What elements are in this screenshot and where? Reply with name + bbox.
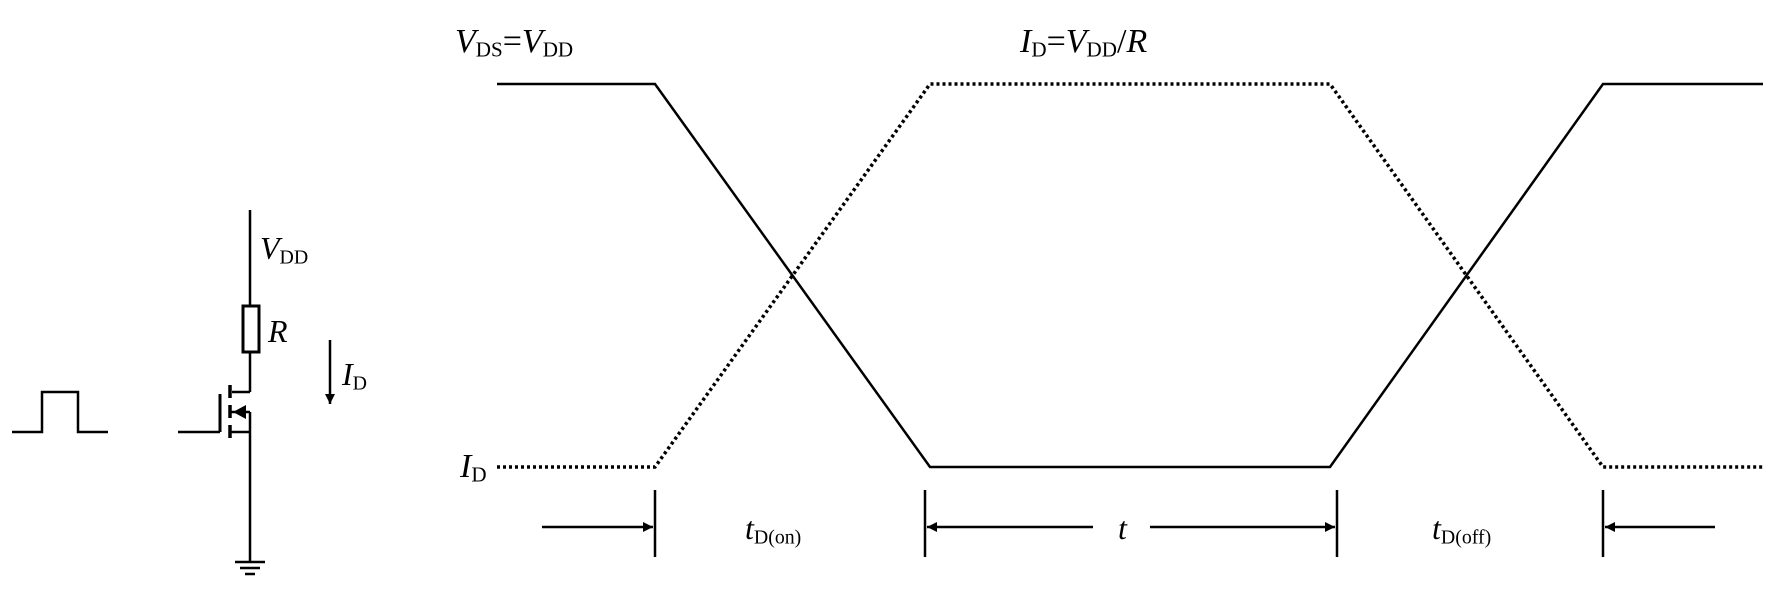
ton-sym: t [745, 510, 754, 546]
supply-symbol: V [260, 230, 280, 266]
ton-sub: D(on) [753, 526, 802, 549]
idh-slash: / [1116, 23, 1127, 60]
t-off-label: tD(off) [1432, 512, 1491, 548]
supply-subscript: DD [279, 246, 309, 269]
id-waveform [497, 82, 1763, 469]
circuit-schematic [178, 210, 265, 576]
current-subscript: D [352, 372, 367, 395]
current-symbol: I [342, 356, 353, 392]
idh-sub2: DD [1086, 37, 1117, 62]
vds-sub1: DS [475, 37, 503, 62]
resistor-label: R [268, 313, 288, 349]
vds-waveform [497, 82, 1763, 469]
current-label: ID [342, 358, 367, 394]
time-markers [653, 490, 1605, 557]
resistor [241, 304, 261, 354]
body-arrow [233, 405, 246, 419]
id-low-label: ID [460, 450, 487, 486]
id-high-label: ID=VDD/R [1020, 25, 1147, 61]
vds-sub2: DD [542, 37, 574, 62]
t-label: t [1118, 510, 1127, 546]
gate-pulse [12, 390, 108, 434]
idh-sym3: R [1126, 23, 1148, 60]
vds-label: VDS=VDD [455, 25, 573, 61]
idl-sub: D [471, 462, 487, 487]
toff-sub: D(off) [1440, 526, 1492, 549]
vds-sym2: V [521, 23, 543, 60]
idh-eq: = [1046, 23, 1066, 60]
vds-eq: = [502, 23, 522, 60]
idl-sym: I [460, 448, 472, 485]
idh-sym2: V [1065, 23, 1087, 60]
toff-sym: t [1432, 510, 1441, 546]
idh-sym1: I [1020, 23, 1032, 60]
idh-sub1: D [1031, 37, 1047, 62]
supply-label: VDD [260, 232, 308, 268]
vds-sym1: V [455, 23, 476, 60]
t-on-label: tD(on) [745, 512, 801, 548]
